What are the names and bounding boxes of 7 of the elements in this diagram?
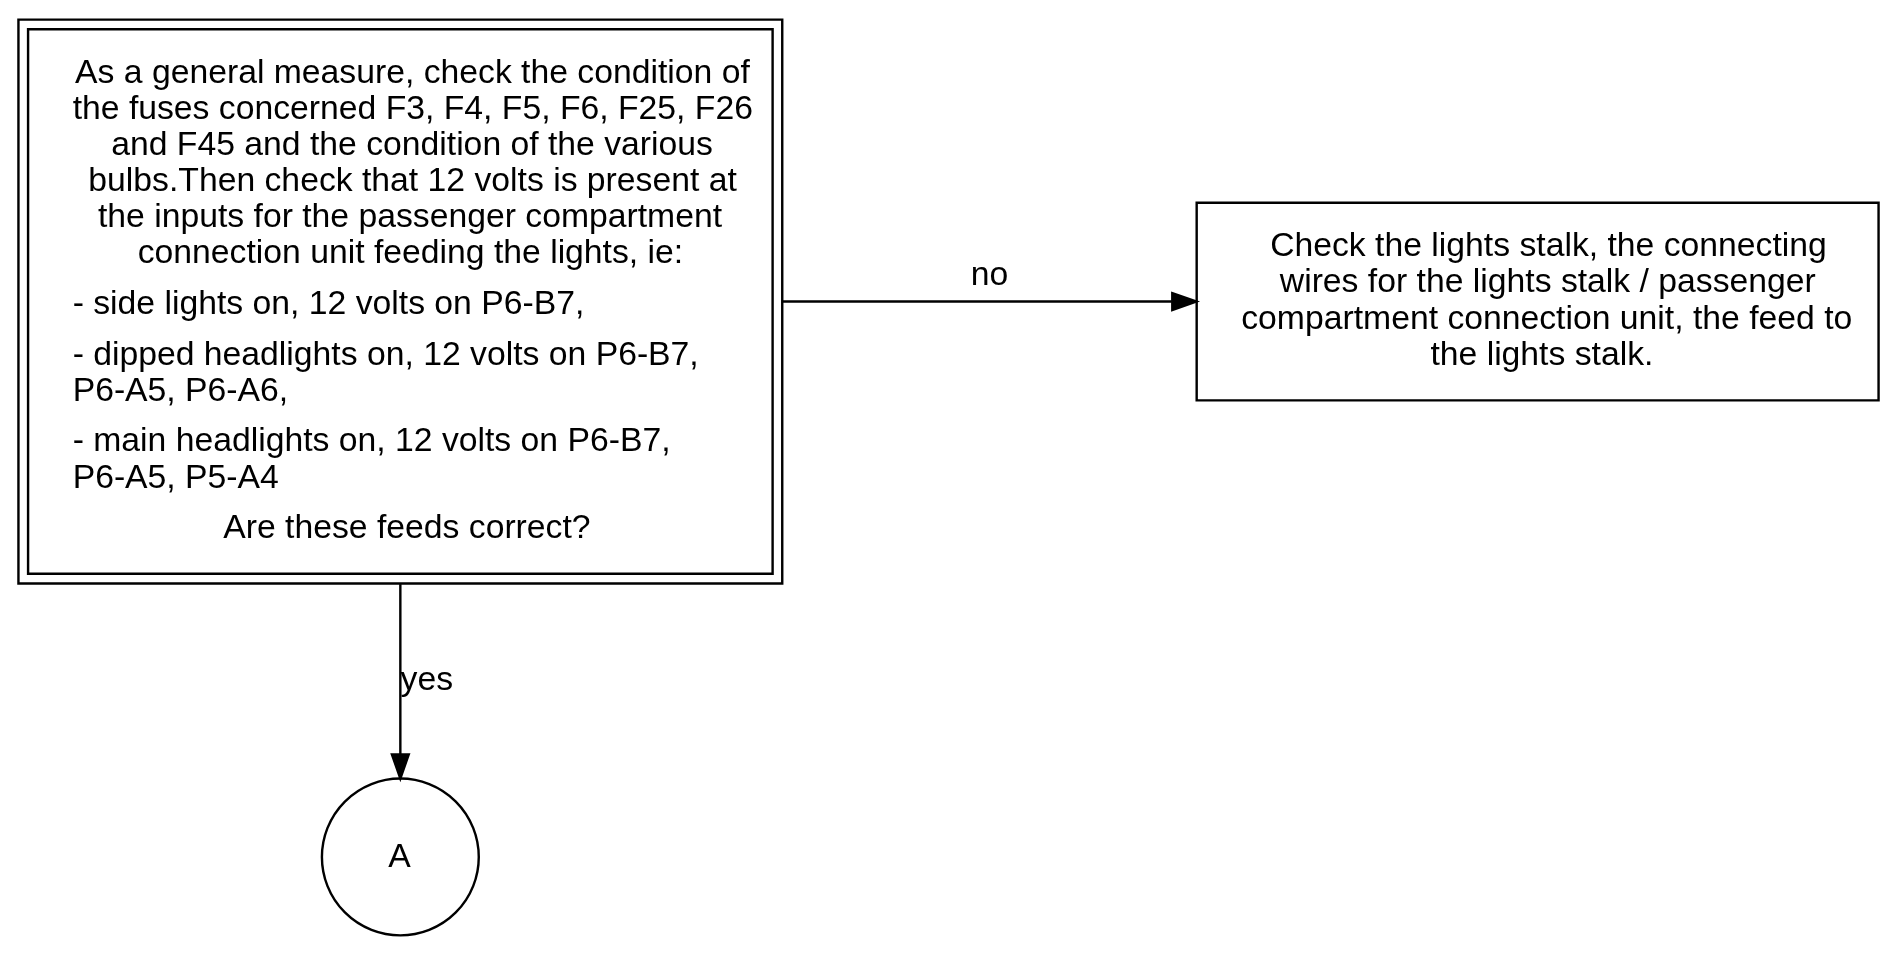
edge-label: no xyxy=(970,253,1009,292)
node-box: As a general measure, check the condition of the fuses concerned F3, F4, F5, F6, F25, F26 and F45 and the condition of the various bulbs.Then check that 12 volts is present at the inputs for the passenger compartment connection unit feeding the lights, ie: - side lights on, 12 volts on P6-B7, - dipped headlights on, 12 volts on P6-B7, P6-A5, P6-A6, - main headlights on, 12 volts on P6-B7, P6-A5, P5-A4 Are these feeds correct? xyxy=(17,17,784,585)
arrow xyxy=(390,583,411,782)
node-circle: A xyxy=(320,776,480,937)
node-box: Check the lights stalk, the connecting wires for the lights stalk / passenger compartment connection unit, the feed to the lights stalk. xyxy=(1195,201,1880,402)
edge-label: yes xyxy=(400,658,454,697)
arrow xyxy=(783,290,1201,312)
